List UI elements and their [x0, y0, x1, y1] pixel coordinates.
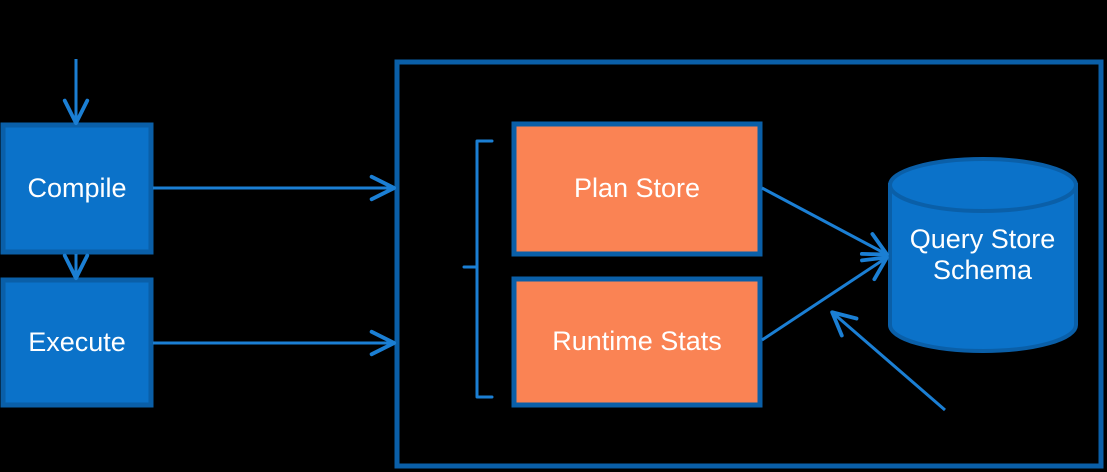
runtime-stats-box[interactable]: [511, 276, 763, 408]
store-group-bracket: [475, 139, 494, 399]
query-store-container: [394, 59, 1104, 469]
runtime-stats-to-schema-arrow: [761, 255, 889, 342]
compile-box[interactable]: [0, 122, 154, 255]
query-store-schema-cylinder[interactable]: [888, 157, 1078, 353]
plan-store-box[interactable]: [511, 121, 763, 257]
plan-store-to-schema-arrow: [761, 186, 889, 257]
execute-box[interactable]: [0, 277, 154, 408]
external-to-schema-arrow: [830, 310, 946, 412]
